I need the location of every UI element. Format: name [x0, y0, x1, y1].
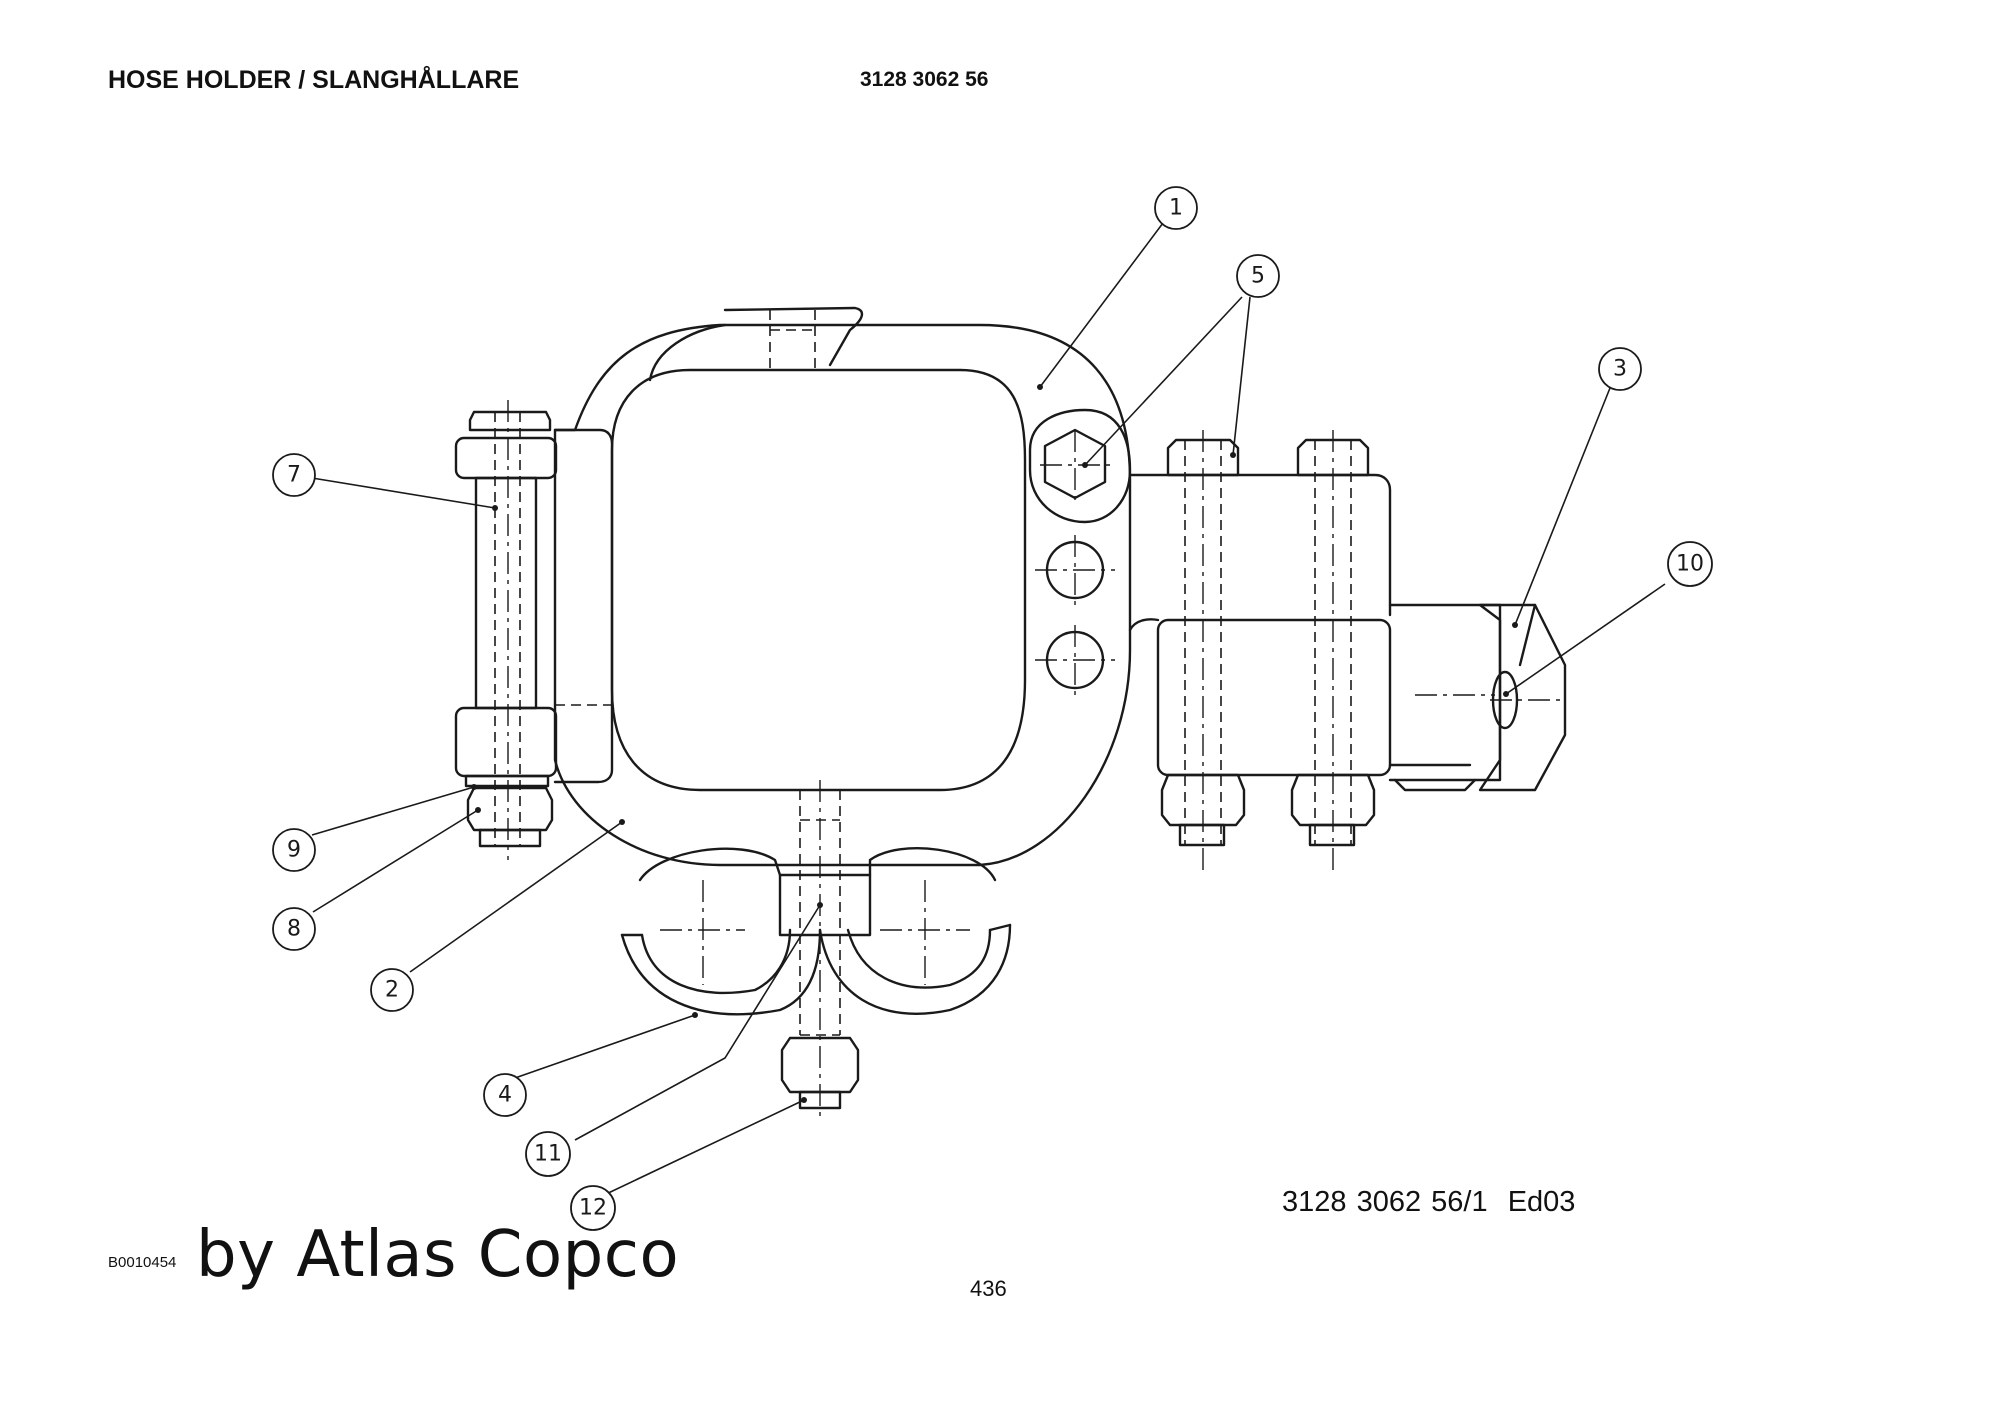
svg-text:5: 5 [1251, 264, 1265, 289]
left-bolt-7 [454, 400, 558, 860]
svg-text:11: 11 [534, 1142, 562, 1167]
callout-9: 9 [272, 828, 316, 872]
svg-text:3: 3 [1613, 357, 1627, 382]
svg-text:7: 7 [287, 463, 301, 488]
image-code: B0010454 [108, 1254, 177, 1271]
svg-text:2: 2 [385, 978, 399, 1003]
svg-text:8: 8 [287, 917, 301, 942]
svg-text:10: 10 [1676, 552, 1704, 577]
page-title: HOSE HOLDER / SLANGHÅLLARE [108, 66, 520, 94]
callout-7: 7 [272, 453, 316, 497]
leader-dots [471, 384, 1518, 1103]
callout-2: 2 [370, 968, 414, 1012]
callout-5: 5 [1236, 254, 1280, 298]
svg-text:1: 1 [1169, 196, 1183, 221]
callout-8: 8 [272, 907, 316, 951]
clamp-block-3 [1128, 430, 1567, 870]
part-number: 3128 3062 56 [860, 68, 989, 91]
callout-12: 12 [570, 1185, 616, 1231]
callout-3: 3 [1598, 347, 1642, 391]
callout-11: 11 [525, 1131, 571, 1177]
pivot-5 [1028, 408, 1132, 695]
page-number: 436 [970, 1276, 1007, 1301]
leader-lines [311, 222, 1666, 1197]
svg-text:4: 4 [498, 1083, 512, 1108]
ring-body [553, 306, 1132, 867]
hose-cradle-4 [620, 847, 1012, 1016]
callout-10: 10 [1667, 541, 1713, 587]
svg-text:9: 9 [287, 838, 301, 863]
center-stud-11 [780, 780, 860, 1120]
callout-4: 4 [483, 1073, 527, 1117]
svg-text:12: 12 [579, 1196, 607, 1221]
callout-1: 1 [1154, 186, 1198, 230]
drawing-reference: 3128 3062 56/1 Ed03 [1282, 1186, 1576, 1218]
brand-watermark: by Atlas Copco [196, 1218, 680, 1292]
